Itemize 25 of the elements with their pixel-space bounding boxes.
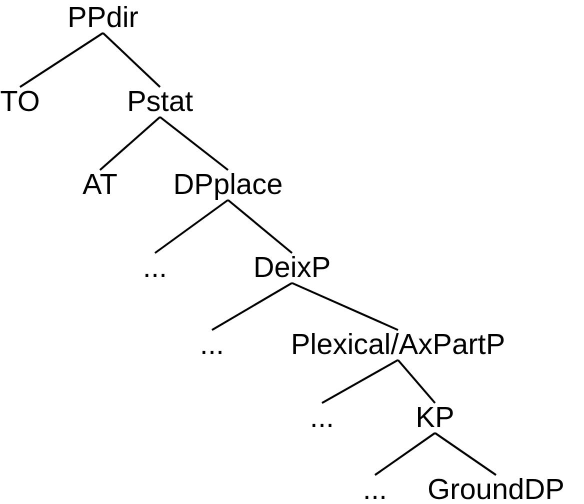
tree-node-label: ... (142, 253, 168, 283)
tree-node-label: Pstat (126, 87, 194, 117)
tree-branch-line (322, 359, 398, 404)
tree-branch-line (434, 432, 497, 476)
tree-node-label: AT (82, 170, 118, 200)
tree-node-label: ... (310, 403, 334, 433)
tree-node-label: KP (416, 403, 454, 433)
tree-branch-line (159, 116, 229, 171)
tree-branch-line (154, 199, 229, 254)
tree-node-label: TO (0, 87, 40, 117)
tree-branch-line (19, 32, 104, 88)
tree-node-label: DPplace (173, 170, 283, 200)
tree-branch-line (99, 116, 161, 171)
tree-node-label: DeixP (253, 253, 331, 283)
tree-branch-line (374, 432, 436, 476)
tree-node-label: Plexical/AxPartP (290, 330, 506, 360)
tree-branch-line (292, 282, 398, 331)
tree-branch-line (212, 282, 292, 331)
tree-node-label: PPdir (68, 3, 138, 33)
tree-node-label: ... (200, 330, 224, 360)
tree-branch-line (227, 199, 293, 254)
tree-node-label: ... (362, 475, 388, 504)
tree-node-label: GroundDP (428, 475, 564, 504)
tree-branch-line (397, 359, 436, 404)
tree-branch-line (102, 32, 161, 88)
